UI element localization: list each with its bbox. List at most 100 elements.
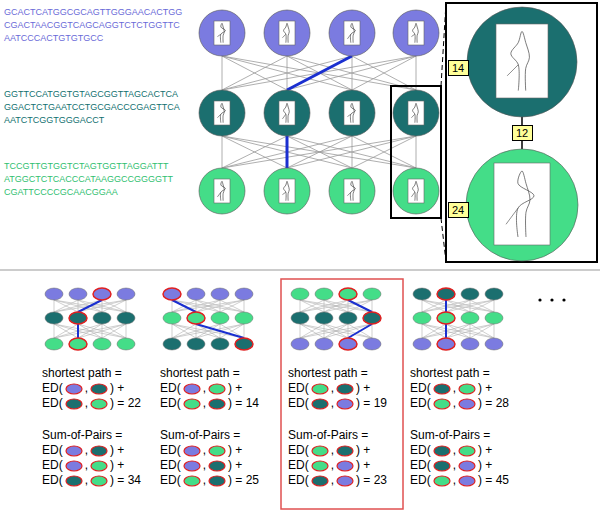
structure-circle [393,90,439,136]
alignment-link [352,136,416,168]
mini-circle [211,312,229,324]
formula-text: ED( [410,473,431,488]
structure-card [344,101,360,125]
formula-text: , [203,396,206,411]
alignment-link [287,56,352,90]
sequence-symbol-shape [91,384,107,394]
mini-link [220,324,244,338]
structure-card [494,163,550,245]
mini-link [446,324,447,338]
formula-text: ED( [160,396,181,411]
alignment-link [287,136,416,168]
formula-row: shortest path = [410,366,490,381]
structure-circle [393,168,439,214]
formula-text: shortest path = [160,366,240,381]
sequence-symbol [183,445,201,457]
mini-circle [211,338,229,350]
formula-text: Sum-of-Pairs = [410,428,490,443]
structure-sketch [284,181,290,200]
mini-link [494,300,495,312]
formula-text: Sum-of-Pairs = [288,428,368,443]
formula-text: ) + [356,443,370,458]
sequence-symbol [183,398,201,410]
sequence-symbol-shape [337,461,353,471]
sequence-symbol [90,460,108,472]
sequence-symbol [311,398,329,410]
formula-text: ED( [410,381,431,396]
formula-text: , [453,381,456,396]
sequence-symbol [65,398,83,410]
mini-link [422,324,423,338]
formula-row: ED(,) = 19 [288,396,387,411]
sequence-symbol-shape [434,384,450,394]
mini-link [300,324,372,338]
structure-card [214,21,230,45]
formula-text: , [331,381,334,396]
formula-text: ED( [160,473,181,488]
mini-path [348,300,372,312]
formula-text: , [331,473,334,488]
mini-link [54,300,126,312]
alignment-link [287,136,288,168]
sequence-symbol [183,460,201,472]
sequence-symbol-shape [91,446,107,456]
mini-circle [235,312,253,324]
mini-link [54,324,126,338]
mini-link [422,324,470,338]
alignment-link [222,56,416,90]
sequence-symbol [208,460,226,472]
structure-circle-large [467,7,577,117]
mini-circle [163,288,181,300]
mini-link [300,300,348,312]
alignment-link [222,136,287,168]
formula-text: , [331,443,334,458]
mini-link [54,300,55,312]
sequence-symbol-shape [459,446,475,456]
sequence-symbol [336,460,354,472]
sequence-symbol [183,475,201,487]
sequence-symbol [90,383,108,395]
sequence-symbol [311,445,329,457]
mini-circle [93,338,111,350]
formula-text: ED( [288,381,309,396]
mini-circle [291,338,309,350]
sequence-symbol-shape [66,476,82,486]
formula-text: ) + [228,381,242,396]
formula-text: ) + [110,443,124,458]
formula-text: , [85,473,88,488]
mini-circle [461,338,479,350]
mini-circle [363,312,381,324]
mini-link [348,300,372,312]
mini-link [196,300,244,312]
structure-sketch [511,31,530,90]
formula-text: shortest path = [410,366,490,381]
sequence-text: GCACTCATGGCGCAGTTGGGAACACTGG CGACTAACGGT… [4,6,190,45]
sequence-symbol [90,475,108,487]
mini-path [196,324,244,338]
formula-text: , [331,396,334,411]
sequence-symbol [311,383,329,395]
sequence-symbol-shape [209,476,225,486]
mini-circle [413,312,431,324]
formula-text: , [85,381,88,396]
mini-link [300,324,348,338]
formula-text: , [85,458,88,473]
mini-circle [437,338,455,350]
distance-box: 24 [448,202,469,218]
formula-row: ED(,) = 45 [410,473,509,488]
distance-value: 14 [452,62,464,74]
structure-sketch [350,103,355,122]
mini-link [494,324,495,338]
sequence-symbol-shape [66,384,82,394]
formula-text: ) = 25 [228,473,259,488]
structure-sketch [220,181,225,200]
formula-row: ED(,) + [410,443,492,458]
formula-row: ED(,) = 22 [42,396,141,411]
mini-circle [163,338,181,350]
formula-row: Sum-of-Pairs = [42,428,122,443]
mini-link [300,300,301,312]
structure-circle [199,168,245,214]
sequence-symbol [458,445,476,457]
formula-text: , [85,443,88,458]
sequence-symbol-shape [91,399,107,409]
